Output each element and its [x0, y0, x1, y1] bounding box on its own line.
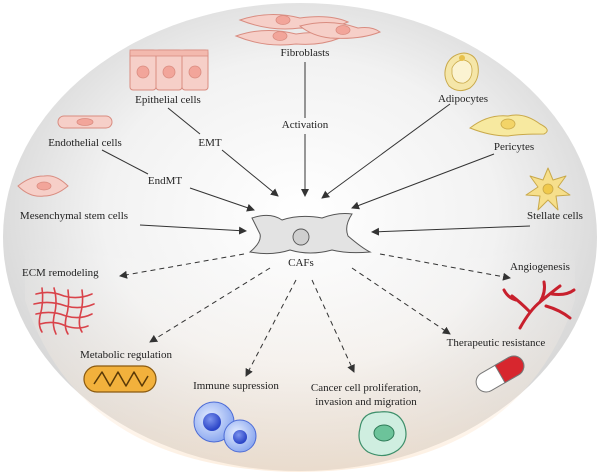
- stellate-cell-icon: [525, 167, 571, 211]
- watermark: 头条 @邱志远大夫: [450, 453, 566, 470]
- arrow-therapeutic: [351, 267, 451, 335]
- lower-warm-tint: [25, 240, 575, 472]
- label-pericytes: Pericytes: [494, 141, 534, 153]
- arrow-immune: [245, 279, 297, 377]
- watermark-faint: © 维科网: [474, 437, 522, 451]
- arrow-emt: [221, 149, 279, 197]
- mitochondrion-icon: [83, 365, 157, 393]
- label-proliferation-line1: Cancer cell proliferation,: [311, 382, 422, 394]
- arrow-ecm: [119, 253, 245, 279]
- ecm-fiber-icon: [33, 287, 95, 335]
- outgoing-arrows: [119, 253, 511, 377]
- label-cafs: CAFs: [288, 257, 314, 269]
- blood-vessel-icon: [502, 280, 576, 330]
- label-proliferation-line2: invasion and migration: [315, 396, 417, 408]
- pericyte-icon: [469, 114, 548, 137]
- arrow-pericytes: [351, 153, 495, 210]
- label-ecm-remodeling: ECM remodeling: [22, 267, 99, 279]
- arrow-endothelial-line: [101, 149, 149, 175]
- label-epithelial-cells: Epithelial cells: [135, 94, 201, 106]
- epithelial-cells-icon: [129, 49, 209, 91]
- arrow-endmt: [189, 187, 255, 212]
- label-therapeutic-resistance: Therapeutic resistance: [447, 337, 546, 349]
- fibroblast-icon: [234, 14, 382, 46]
- arrow-epithelial-line: [167, 107, 201, 135]
- arrow-stellate: [371, 225, 531, 236]
- cancer-cell-icon: [358, 411, 407, 457]
- arrow-proliferation: [311, 279, 355, 373]
- label-mesenchymal-stem-cells: Mesenchymal stem cells: [20, 210, 128, 222]
- adipocyte-icon: [444, 52, 479, 92]
- label-endothelial-cells: Endothelial cells: [48, 137, 122, 149]
- label-angiogenesis: Angiogenesis: [510, 261, 570, 273]
- arrow-metabolic: [149, 267, 271, 343]
- incoming-arrows: [101, 62, 531, 236]
- label-stellate-cells: Stellate cells: [527, 210, 583, 222]
- mesenchymal-stem-cell-icon: [17, 175, 69, 197]
- caf-cell-icon: [248, 213, 372, 255]
- arrow-adipocytes: [321, 103, 451, 199]
- label-adipocytes: Adipocytes: [438, 93, 488, 105]
- arrow-angiogenesis: [379, 253, 511, 281]
- label-emt: EMT: [198, 137, 222, 149]
- label-metabolic-regulation: Metabolic regulation: [80, 349, 172, 361]
- drug-capsule-icon: [475, 355, 525, 393]
- label-fibroblasts: Fibroblasts: [281, 47, 330, 59]
- label-activation: Activation: [282, 119, 329, 131]
- arrow-mesenchymal: [139, 224, 247, 235]
- immune-cells-icon: [193, 401, 257, 453]
- label-immune-supression: Immune supression: [193, 380, 279, 392]
- label-endmt: EndMT: [148, 175, 183, 187]
- endothelial-cell-icon: [57, 115, 113, 129]
